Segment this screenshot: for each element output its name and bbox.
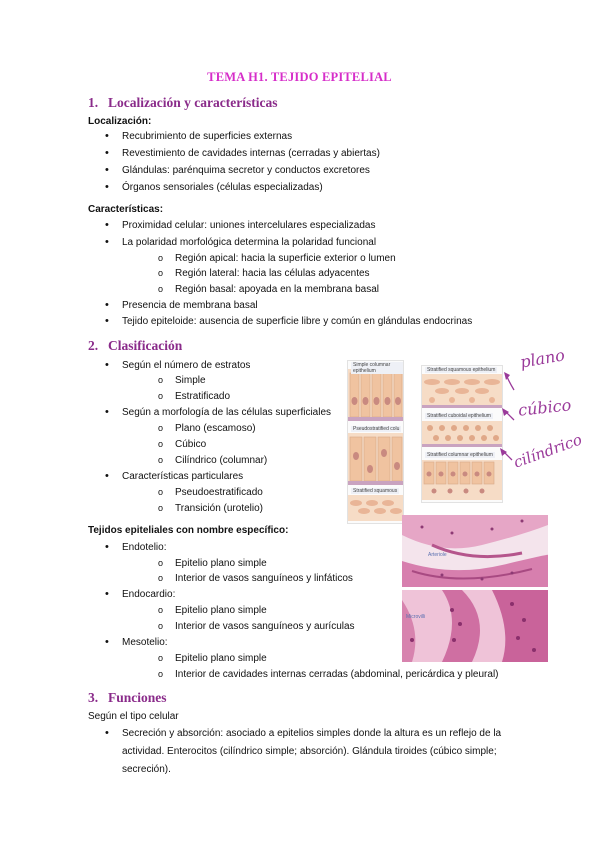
sub-list-item: Transición (urotelio) bbox=[158, 503, 263, 514]
micrograph-microvilli-drawing bbox=[402, 590, 548, 662]
list-item: Endotelio: bbox=[105, 541, 167, 553]
section-title: Funciones bbox=[108, 690, 167, 705]
handwritten-arrows bbox=[500, 372, 515, 461]
sub-list-item: Cilíndrico (columnar) bbox=[158, 455, 267, 466]
sub-list-item: Simple bbox=[158, 375, 205, 386]
list-item: Recubrimiento de superficies externas bbox=[105, 130, 292, 142]
sub-list-item: Interior de vasos sanguíneos y aurículas bbox=[158, 621, 355, 632]
list-item: Tejido epiteloide: ausencia de superfici… bbox=[105, 315, 472, 327]
micrograph-microvilli: Microvilli bbox=[402, 590, 548, 662]
list-item: Endocardio: bbox=[105, 588, 175, 600]
list-item: Mesotelio: bbox=[105, 636, 167, 648]
caracteristicas-label: Características: bbox=[88, 204, 164, 215]
sub-list-item: Pseudoestratificado bbox=[158, 487, 263, 498]
sub-list-item: Epitelio plano simple bbox=[158, 605, 267, 616]
section-number: 3. bbox=[88, 690, 99, 705]
section-title: Localización y características bbox=[108, 95, 278, 110]
sub-list-item: Estratificado bbox=[158, 391, 230, 402]
paragraph-line: actividad. Enterocitos (cilíndrico simpl… bbox=[122, 746, 497, 757]
figure-label: Stratified squamous bbox=[351, 488, 400, 494]
figure-label: Stratified cuboidal epithelium bbox=[425, 413, 493, 419]
figure-label: Stratified columnar epithelium bbox=[425, 452, 495, 458]
paragraph-line: secreción). bbox=[122, 764, 171, 775]
section-1-heading: 1. Localización y características bbox=[88, 95, 277, 111]
section-title: Clasificación bbox=[108, 338, 183, 353]
localizacion-label: Localización: bbox=[88, 116, 152, 127]
list-item: La polaridad morfológica determina la po… bbox=[105, 236, 376, 248]
epithelium-figure-right: Stratified squamous epithelium Stratifie… bbox=[421, 365, 503, 503]
section-number: 2. bbox=[88, 338, 99, 353]
paragraph: Secreción y absorción: asociado a epitel… bbox=[105, 725, 512, 778]
page-title: TEMA H1. TEJIDO EPITELIAL bbox=[207, 70, 392, 84]
sub-list-item: Epitelio plano simple bbox=[158, 558, 267, 569]
micrograph-label: Arteriole bbox=[428, 552, 447, 558]
list-item: Según a morfología de las células superf… bbox=[105, 406, 331, 418]
sub-list-item: Interior de vasos sanguíneos y linfático… bbox=[158, 573, 353, 584]
figure-label: Simple columnar epithelium bbox=[351, 362, 403, 374]
list-item: Glándulas: parénquima secretor y conduct… bbox=[105, 164, 370, 176]
epithelium-diagram-left bbox=[348, 369, 403, 521]
micrograph-arteriole-drawing bbox=[402, 515, 548, 587]
section-2-heading: 2. Clasificación bbox=[88, 338, 182, 354]
sub-list-item: Cúbico bbox=[158, 439, 206, 450]
figure-label: Stratified squamous epithelium bbox=[425, 367, 498, 373]
sub-list-item: Región apical: hacia la superficie exter… bbox=[158, 253, 396, 264]
sub-list-item: Interior de cavidades internas cerradas … bbox=[158, 669, 498, 680]
sub-list-item: Epitelio plano simple bbox=[158, 653, 267, 664]
list-item: Revestimiento de cavidades internas (cer… bbox=[105, 147, 380, 159]
micrograph-arteriole: Arteriole bbox=[402, 515, 548, 587]
sub-list-item: Región basal: apoyada en la membrana bas… bbox=[158, 284, 379, 295]
section-number: 1. bbox=[88, 95, 99, 110]
epithelium-diagram-right bbox=[422, 374, 502, 500]
list-item: Según el número de estratos bbox=[105, 359, 250, 371]
micrograph-label: Microvilli bbox=[406, 614, 426, 620]
figure-label: Pseudostratified colu bbox=[351, 426, 402, 432]
paragraph-line: Secreción y absorción: asociado a epitel… bbox=[122, 728, 502, 739]
list-item: Presencia de membrana basal bbox=[105, 299, 258, 311]
named-tissues-label: Tejidos epiteliales con nombre específic… bbox=[88, 525, 289, 536]
epithelium-figure-left: Simple columnar epithelium Pseudostratif… bbox=[347, 360, 404, 524]
list-item: Proximidad celular: uniones intercelular… bbox=[105, 219, 376, 231]
section-3-heading: 3. Funciones bbox=[88, 690, 167, 706]
list-item: Órganos sensoriales (células especializa… bbox=[105, 181, 323, 193]
sub-list-item: Región lateral: hacia las células adyace… bbox=[158, 268, 370, 279]
list-item: Características particulares bbox=[105, 470, 243, 482]
section-intro: Según el tipo celular bbox=[88, 711, 179, 722]
sub-list-item: Plano (escamoso) bbox=[158, 423, 256, 434]
